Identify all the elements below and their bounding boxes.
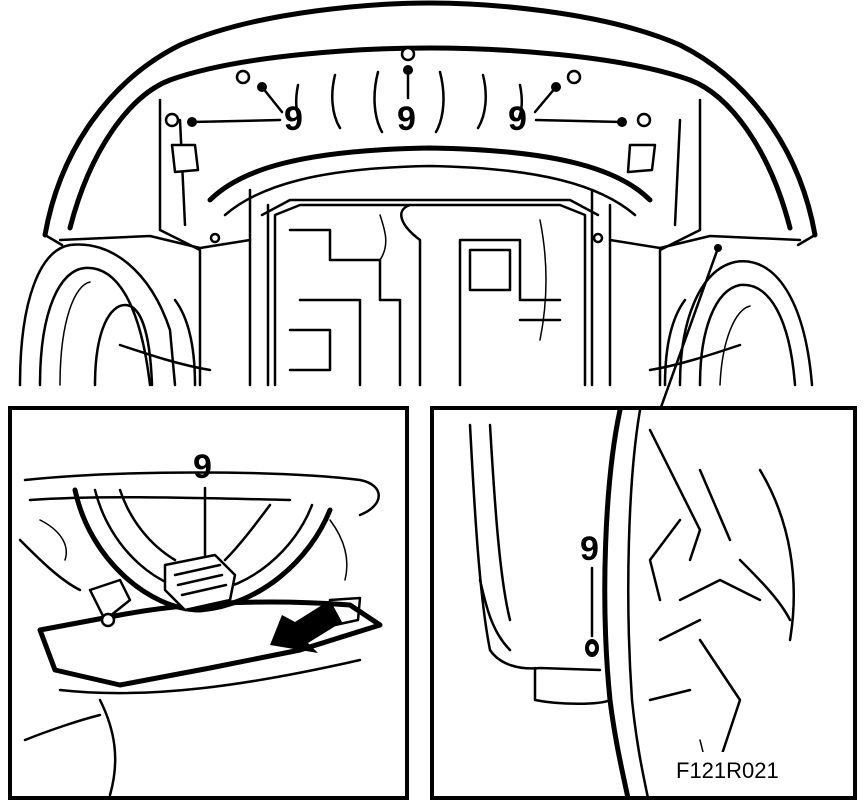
bumper-cover <box>42 0 818 238</box>
body-underside <box>273 203 587 387</box>
inset-left-connector: 9 <box>8 406 409 800</box>
figure-code: F121R021 <box>676 758 779 783</box>
callout-9-top-center: 9 <box>397 100 416 138</box>
callout-9-top-left: 9 <box>284 100 303 138</box>
callout-9-inset-right: 9 <box>580 530 599 568</box>
callout-leaders-main <box>190 68 720 412</box>
right-rear-wheel <box>678 260 814 387</box>
fastener-clips <box>164 46 722 252</box>
side-brackets <box>158 98 702 387</box>
crossmember <box>207 145 653 387</box>
inset-right-fastener: 9 F121R021 <box>430 406 857 800</box>
main-view: 9 9 9 <box>18 0 818 412</box>
bumper-ribs <box>295 70 523 134</box>
callout-9-inset-left: 9 <box>193 448 212 486</box>
callout-9-top-right: 9 <box>508 100 527 138</box>
left-rear-wheel <box>18 243 177 387</box>
